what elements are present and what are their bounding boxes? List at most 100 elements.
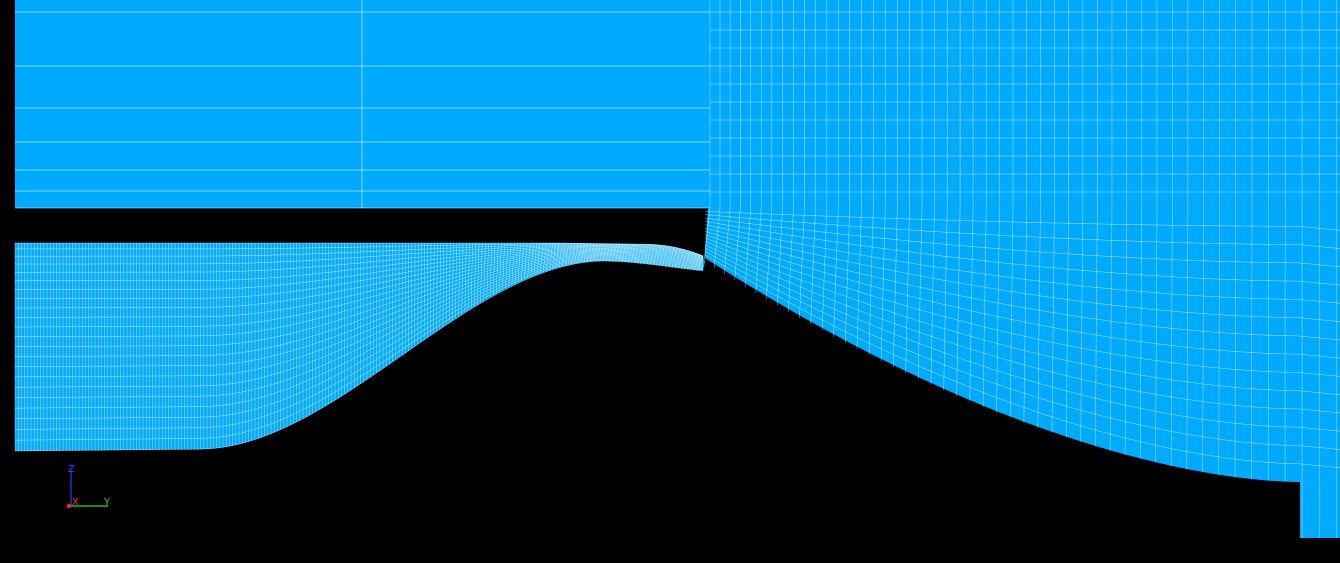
right-row-line [704, 251, 1340, 450]
right-row-line [704, 211, 1340, 231]
lower-left-cross-line [458, 242, 460, 317]
right-row-line [704, 241, 1340, 395]
lower-left-cross-line [580, 243, 585, 263]
right-column-line [1186, 207, 1189, 470]
right-column-line [1218, 207, 1220, 475]
right-column-line [1009, 207, 1014, 418]
lower-left-cross-line [637, 244, 643, 264]
lower-left-block-fill [15, 243, 705, 451]
right-column-line [956, 207, 961, 396]
right-column-line [969, 207, 974, 402]
lower-left-cross-line [427, 242, 428, 338]
lower-left-cross-line [577, 243, 582, 263]
lower-left-stream-line [15, 256, 704, 398]
lower-left-cross-line [533, 242, 537, 276]
lower-left-cross-line [605, 243, 611, 262]
lower-left-cross-line [439, 242, 441, 329]
lower-left-cross-line [486, 242, 489, 299]
lower-left-cross-line [524, 242, 528, 280]
lower-left-mesh-block [14, 242, 705, 452]
lower-left-cross-line [477, 242, 480, 305]
lower-left-stream-line [15, 248, 704, 309]
lower-left-stream-line [15, 251, 704, 337]
right-column-line [755, 207, 762, 293]
right-row-line [704, 217, 1340, 267]
lower-left-cross-line [449, 242, 451, 323]
right-column-line [810, 207, 816, 325]
lower-left-cross-line [561, 243, 566, 267]
lower-left-cross-line [674, 248, 681, 269]
upper-left-block-fill [15, 0, 710, 208]
right-row-line [704, 237, 1340, 377]
right-column-line [777, 207, 783, 306]
lower-left-stream-line [15, 252, 704, 357]
lower-left-cross-line [583, 243, 588, 263]
lower-left-stream-line [14, 246, 704, 282]
right-column-line [724, 207, 731, 274]
right-column-line [905, 207, 910, 373]
lower-left-cross-line [574, 243, 579, 264]
right-column-line [788, 207, 794, 312]
lower-left-cross-line [502, 242, 505, 290]
y-axis-label: Y [103, 497, 111, 508]
right-column-line [918, 207, 923, 379]
lower-left-cross-line [590, 243, 595, 262]
right-column-line [996, 207, 1000, 413]
lower-left-cross-line [665, 246, 672, 267]
lower-left-cross-line [687, 252, 694, 270]
lower-left-cross-line [624, 243, 630, 263]
right-column-line [1080, 207, 1084, 443]
right-row-line [704, 227, 1340, 322]
lower-left-cross-line [527, 242, 531, 278]
lower-left-stream-line [15, 259, 704, 430]
lower-left-cross-line [464, 242, 467, 313]
lower-left-stream-line [15, 242, 704, 256]
lower-left-cross-line [445, 242, 448, 325]
right-column-line [880, 207, 886, 362]
lower-left-cross-line [483, 242, 486, 301]
right-column-line [1155, 207, 1158, 463]
lower-left-cross-line [505, 242, 508, 289]
right-column-line [893, 207, 898, 368]
lower-left-cross-line [659, 245, 665, 267]
lower-left-cross-line [696, 255, 704, 271]
right-column-line [821, 207, 827, 331]
right-row-line [704, 221, 1340, 286]
lower-left-cross-line [668, 247, 675, 268]
lower-left-cross-line [618, 243, 624, 262]
lower-left-cross-line [470, 242, 473, 309]
lower-left-cross-line [499, 242, 502, 292]
lower-left-cross-line [615, 243, 620, 262]
lower-left-cross-line [565, 243, 569, 266]
right-row-line [704, 231, 1340, 341]
axis-origin-marker [66, 503, 72, 509]
lower-left-stream-line [15, 260, 704, 452]
lower-left-cross-line [656, 245, 662, 266]
lower-left-cross-line [455, 242, 457, 319]
lower-left-cross-line [549, 242, 553, 270]
lower-left-stream-line [15, 245, 704, 273]
right-column-line [868, 207, 874, 356]
axis-triad: Z X Y [66, 464, 111, 509]
lower-left-stream-line [15, 258, 704, 419]
lower-left-cross-line [693, 254, 700, 271]
x-axis-label: X [72, 497, 79, 508]
lower-left-cross-line [662, 245, 668, 267]
right-column-line [845, 207, 850, 343]
right-row-line [704, 254, 1340, 468]
lower-left-stream-line [15, 249, 704, 318]
lower-left-cross-line [643, 244, 649, 265]
lower-left-cross-line [621, 243, 627, 263]
right-column-line [982, 207, 987, 407]
lower-left-cross-line [684, 251, 691, 270]
lower-left-stream-line [15, 250, 704, 328]
lower-left-cross-line [442, 242, 444, 327]
lower-left-cross-line [652, 244, 659, 266]
right-column-line [1202, 207, 1204, 473]
lower-left-cross-line [568, 243, 572, 265]
lower-left-cross-line [681, 250, 688, 269]
right-row-line [704, 244, 1340, 414]
right-column-line [1251, 207, 1253, 480]
right-column-line [943, 207, 948, 391]
